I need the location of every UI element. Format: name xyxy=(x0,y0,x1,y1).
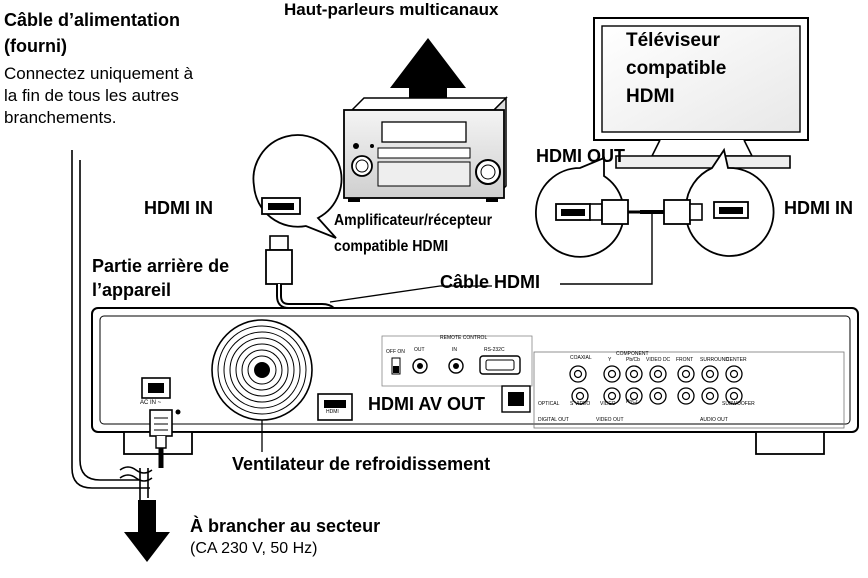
panel-digital-out: DIGITAL OUT xyxy=(538,417,569,423)
power-cable-note-line3: branchements. xyxy=(4,108,117,127)
rear-label-line1: Partie arrière de xyxy=(92,256,230,276)
panel-optical: OPTICAL xyxy=(538,401,560,407)
hdmi-in-left-label: HDMI IN xyxy=(144,198,213,218)
rca-jack xyxy=(701,387,719,405)
amplifier-icon xyxy=(343,96,508,202)
power-cable-note-line2: la fin de tous les autres xyxy=(4,86,179,105)
hdmi-in-right-label: HDMI IN xyxy=(784,198,853,218)
rca-jack xyxy=(677,387,695,405)
remote-control-panel xyxy=(381,335,533,387)
panel-subwoofer: SUBWOOFER xyxy=(722,401,755,407)
hdmi-in-bubble-right xyxy=(684,147,775,257)
power-cable-title-2: (fourni) xyxy=(4,36,67,57)
panel-video-dc: VIDEO DC xyxy=(646,357,671,363)
power-cable-note-2: la fin de tous les autres xyxy=(4,86,179,106)
hdmi-av-out-label: HDMI AV OUT xyxy=(368,394,485,414)
power-cable-title-line1: Câble d’alimentation xyxy=(4,10,181,30)
amplifier-label-line2: compatible HDMI xyxy=(334,238,449,255)
panel-coaxial: COAXIAL xyxy=(570,355,592,361)
panel-audio-out: AUDIO OUT xyxy=(700,417,728,423)
panel-y: Y xyxy=(608,357,612,363)
rca-jack xyxy=(625,387,643,405)
panel-s-video: S VIDEO xyxy=(570,401,591,407)
rca-jack xyxy=(725,387,743,405)
panel-rs232c: RS-232C xyxy=(484,347,505,353)
mains-arrow-icon xyxy=(124,500,170,562)
mains-label-line1: À brancher au secteur xyxy=(190,516,381,536)
rca-jack xyxy=(569,365,587,383)
rca-jack xyxy=(603,387,621,405)
hdmi-out-bubble xyxy=(535,156,625,258)
fan-label: Ventilateur de refroidissement xyxy=(232,454,491,474)
panel-in: IN xyxy=(452,347,457,353)
amplifier-label-line1: Amplificateur/récepteur xyxy=(334,212,493,229)
power-cable-title: Câble d’alimentation xyxy=(4,10,180,31)
device-rear-panel xyxy=(91,307,859,455)
panel-out: OUT xyxy=(414,347,425,353)
panel-ac-in: AC IN ~ xyxy=(140,400,162,406)
power-cable-title-line2: (fourni) xyxy=(4,36,67,56)
panel-component: COMPONENT xyxy=(616,351,649,357)
tv-label-line3: HDMI xyxy=(626,86,675,107)
speakers-label: Haut-parleurs multicanaux xyxy=(284,0,499,19)
rca-jack xyxy=(677,365,695,383)
hdmi-cable-label: Câble HDMI xyxy=(440,272,541,292)
hdmi-cable-amp-tv xyxy=(560,199,703,285)
hdmi-out-label: HDMI OUT xyxy=(536,146,625,166)
rca-jack xyxy=(649,365,667,383)
power-cable-note-3: branchements. xyxy=(4,108,116,128)
panel-remote-control: REMOTE CONTROL xyxy=(440,335,488,341)
panel-front: FRONT xyxy=(676,357,694,363)
av-output-panel xyxy=(501,351,845,429)
speakers-arrow-icon xyxy=(390,38,466,108)
panel-off-on: OFF ON xyxy=(386,349,405,355)
panel-video-out: VIDEO OUT xyxy=(596,417,624,423)
rca-jack xyxy=(625,365,643,383)
panel-hdmi-port: HDMI xyxy=(326,409,339,415)
hdmi-av-out-port xyxy=(317,393,353,421)
rca-jack xyxy=(603,365,621,383)
rca-jack xyxy=(701,365,719,383)
panel-prcr: Pr/Cr xyxy=(626,399,638,405)
rca-jack xyxy=(571,387,589,405)
panel-center: CENTER xyxy=(726,357,747,363)
rca-jack xyxy=(649,387,667,405)
mains-label-line2: (CA 230 V, 50 Hz) xyxy=(190,540,318,557)
power-cable-note-1: Connectez uniquement à xyxy=(4,64,193,84)
hdmi-in-bubble-left xyxy=(252,134,343,239)
power-plug-icon xyxy=(149,409,173,468)
rear-label-line2: l’appareil xyxy=(92,280,172,300)
tv-icon xyxy=(593,17,809,169)
power-cable-note-line1: Connectez uniquement à xyxy=(4,64,194,83)
tv-label-line2: compatible xyxy=(626,58,727,79)
cooling-fan-icon xyxy=(211,319,313,452)
ac-in-port xyxy=(141,377,181,415)
panel-surround: SURROUND xyxy=(700,357,729,363)
panel-video: VIDEO xyxy=(600,401,616,407)
tv-label-line1: Téléviseur xyxy=(626,30,720,51)
rca-jack xyxy=(725,365,743,383)
panel-pbcb: Pb/Cb xyxy=(626,357,640,363)
